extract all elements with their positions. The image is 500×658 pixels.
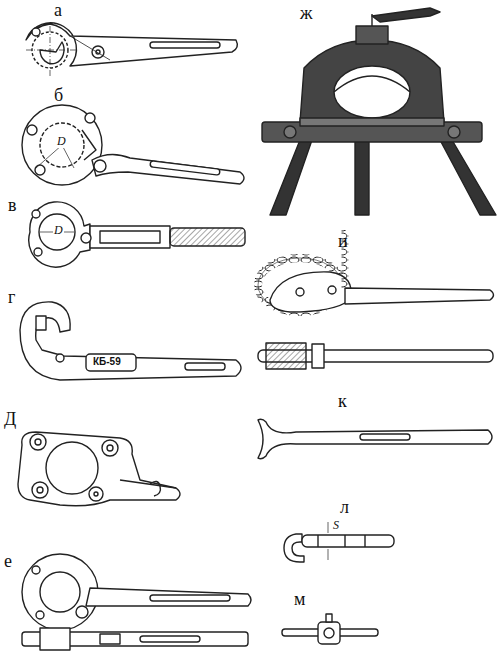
figure-letter: а (54, 1, 62, 21)
figure-letter: г (8, 288, 15, 308)
wrench-b (22, 105, 244, 185)
figure-letter: л (340, 498, 349, 518)
fork-wrench (258, 419, 492, 458)
pipe-vise-tripod (262, 8, 496, 215)
wrench-v (29, 202, 245, 267)
figure-letter: б (54, 86, 63, 106)
figure-letter: в (8, 196, 17, 216)
dimension-label: D (56, 135, 67, 148)
wrench-g (20, 302, 241, 380)
wrench-a (26, 23, 237, 76)
dimension-label: D (53, 224, 64, 237)
figure-letter: и (338, 232, 348, 252)
model-mark: КБ-59 (92, 356, 122, 367)
figure-letter: к (338, 392, 347, 412)
chain-wrench (258, 230, 494, 369)
wrench-d (18, 432, 180, 506)
t-handle-wrench (282, 614, 378, 644)
wrench-e (22, 554, 251, 650)
figure-letter: ж (300, 4, 312, 24)
figure-letter: е (4, 552, 12, 572)
figure-letter: м (294, 590, 305, 610)
dimension-label: S (332, 519, 340, 532)
figure-letter: Д (4, 410, 16, 430)
